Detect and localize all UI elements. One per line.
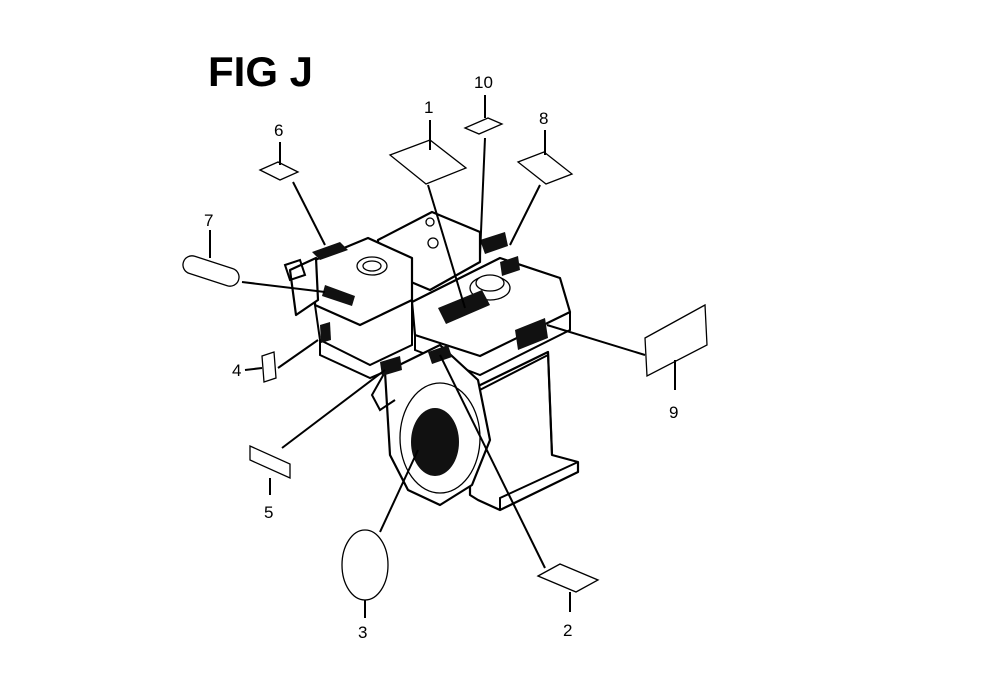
callout-6: 6 <box>274 121 283 140</box>
callout-2: 2 <box>563 621 572 640</box>
callout-5: 5 <box>264 503 273 522</box>
muffler <box>288 256 320 317</box>
callout-7: 7 <box>204 211 213 230</box>
decal-3 <box>341 529 389 601</box>
callout-9: 9 <box>669 403 678 422</box>
recoil-grip-disc <box>411 408 459 476</box>
decal-10 <box>463 117 504 135</box>
decal-6 <box>258 161 300 181</box>
decal-5 <box>249 444 291 480</box>
callout-10: 10 <box>474 73 493 92</box>
decal-4 <box>261 351 277 383</box>
callout-3: 3 <box>358 623 367 642</box>
decal-9 <box>644 303 708 378</box>
decal-2 <box>536 563 600 593</box>
decal-1 <box>388 139 468 185</box>
callout-1: 1 <box>424 98 433 117</box>
decal-7 <box>182 255 240 287</box>
callout-numbers: 1 2 3 4 5 6 7 8 9 10 <box>204 73 678 642</box>
callout-8: 8 <box>539 109 548 128</box>
figure-title: FIG J <box>208 48 313 95</box>
engine-illustration <box>283 210 580 512</box>
leader-lines <box>209 95 676 618</box>
decal-shapes <box>182 117 708 601</box>
decal-8 <box>516 151 574 185</box>
callout-4: 4 <box>232 361 241 380</box>
